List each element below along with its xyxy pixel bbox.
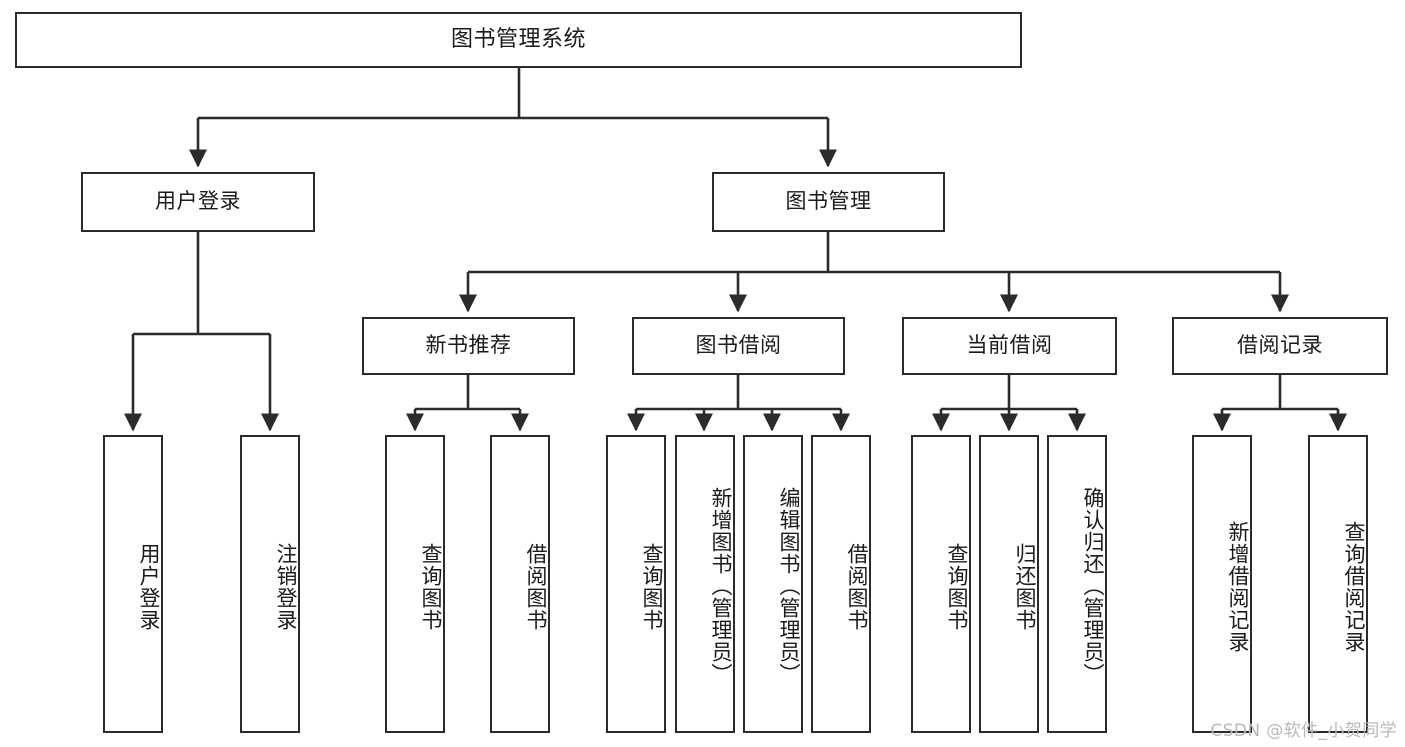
leaf-query-book-new[interactable]: 查询图书 [385, 435, 445, 733]
leaf-confirm-return-admin[interactable]: 确认归还（管理员） [1047, 435, 1107, 733]
leaf-add-book-admin[interactable]: 新增图书（管理员） [675, 435, 735, 733]
node-borrowing-record[interactable]: 借阅记录 [1172, 317, 1388, 375]
leaf-edit-book-admin[interactable]: 编辑图书（管理员） [743, 435, 803, 733]
leaf-query-borrow-record[interactable]: 查询借阅记录 [1308, 435, 1368, 733]
leaf-borrow-book[interactable]: 借阅图书 [811, 435, 871, 733]
leaf-logout[interactable]: 注销登录 [240, 435, 300, 733]
node-book-borrowing[interactable]: 图书借阅 [632, 317, 845, 375]
csdn-watermark: CSDN @软件_小贺同学 [1210, 721, 1397, 741]
leaf-borrow-book-new[interactable]: 借阅图书 [490, 435, 550, 733]
leaf-query-book-current[interactable]: 查询图书 [911, 435, 971, 733]
leaf-query-book-borrow[interactable]: 查询图书 [606, 435, 666, 733]
node-book-management[interactable]: 图书管理 [712, 172, 945, 232]
leaf-add-borrow-record[interactable]: 新增借阅记录 [1192, 435, 1252, 733]
node-root-book-management-system[interactable]: 图书管理系统 [15, 12, 1022, 68]
node-new-book-recommendation[interactable]: 新书推荐 [362, 317, 575, 375]
node-user-login[interactable]: 用户登录 [81, 172, 315, 232]
leaf-return-book[interactable]: 归还图书 [979, 435, 1039, 733]
node-current-borrowing[interactable]: 当前借阅 [902, 317, 1117, 375]
leaf-user-login[interactable]: 用户登录 [103, 435, 163, 733]
